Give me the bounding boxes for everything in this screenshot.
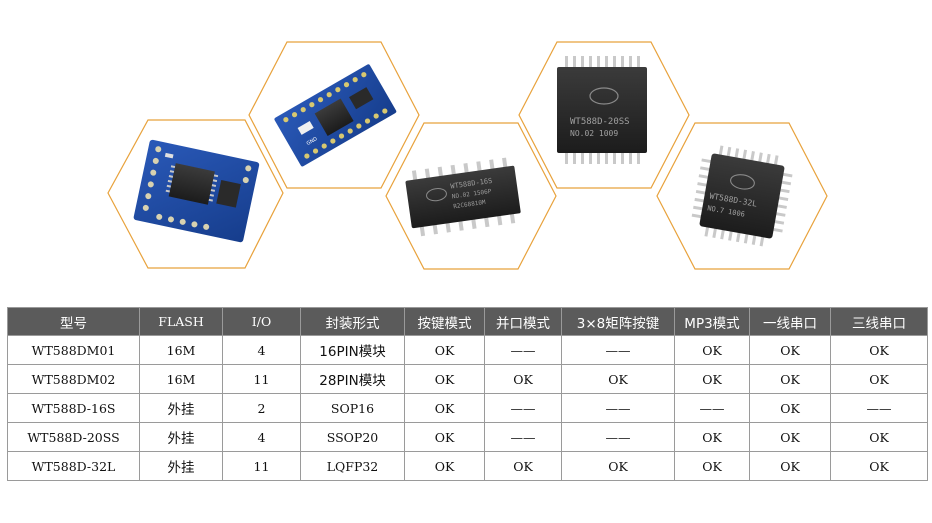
cell-flash: 16M (139, 335, 223, 365)
cell-parallel-mode: OK (484, 451, 562, 481)
chip-body (699, 153, 785, 239)
pcb-silkscreen-gnd: GND (306, 136, 319, 147)
header-flash: FLASH (139, 307, 223, 336)
product-gallery: GND WT588D-16S NO.02 1506P R2C68810M WT5… (107, 41, 828, 270)
cell-key-mode: OK (404, 422, 485, 452)
cell-flash: 16M (139, 364, 223, 394)
cell-three-wire: —— (830, 393, 928, 423)
main-chip (314, 98, 354, 136)
cell-io: 2 (222, 393, 301, 423)
cell-one-wire: OK (749, 451, 831, 481)
cell-matrix-keys: OK (561, 451, 675, 481)
product-hex-sop16: WT588D-16S NO.02 1506P R2C68810M (385, 122, 557, 270)
cell-parallel-mode: —— (484, 335, 562, 365)
cell-flash: 外挂 (139, 393, 223, 423)
cell-three-wire: OK (830, 451, 928, 481)
cell-one-wire: OK (749, 393, 831, 423)
cell-model: WT588DM02 (7, 364, 140, 394)
cell-key-mode: OK (404, 335, 485, 365)
header-matrix-keys: 3×8矩阵按键 (561, 307, 675, 336)
cell-three-wire: OK (830, 422, 928, 452)
cell-one-wire: OK (749, 335, 831, 365)
cell-package: SSOP20 (300, 422, 405, 452)
cell-three-wire: OK (830, 335, 928, 365)
chip-body (557, 67, 647, 153)
cell-matrix-keys: —— (561, 422, 675, 452)
header-package: 封装形式 (300, 307, 405, 336)
cell-flash: 外挂 (139, 422, 223, 452)
table-row: WT588D-32L 外挂 11 LQFP32 OK OK OK OK OK O… (7, 451, 928, 481)
chip-marking-line1: WT588D-20SS (570, 117, 630, 127)
product-hex-module-16pin (107, 119, 284, 269)
table-row: WT588DM01 16M 4 16PIN模块 OK —— —— OK OK O… (7, 335, 928, 365)
cell-mp3-mode: OK (674, 335, 750, 365)
cell-flash: 外挂 (139, 451, 223, 481)
chip-marking-line3: R2C68810M (453, 199, 487, 211)
cell-key-mode: OK (404, 451, 485, 481)
chip-marking-line2: NO.02 1009 (570, 129, 618, 138)
cell-model: WT588DM01 (7, 335, 140, 365)
cell-mp3-mode: OK (674, 422, 750, 452)
cell-matrix-keys: OK (561, 364, 675, 394)
cell-parallel-mode: —— (484, 393, 562, 423)
cell-mp3-mode: OK (674, 364, 750, 394)
cell-three-wire: OK (830, 364, 928, 394)
cell-io: 4 (222, 422, 301, 452)
header-mp3-mode: MP3模式 (674, 307, 750, 336)
cell-model: WT588D-20SS (7, 422, 140, 452)
main-chip (168, 163, 215, 205)
cell-one-wire: OK (749, 422, 831, 452)
header-three-wire: 三线串口 (830, 307, 928, 336)
cell-matrix-keys: —— (561, 335, 675, 365)
cell-package: LQFP32 (300, 451, 405, 481)
table-row: WT588D-20SS 外挂 4 SSOP20 OK —— —— OK OK O… (7, 422, 928, 452)
cell-model: WT588D-32L (7, 451, 140, 481)
cell-model: WT588D-16S (7, 393, 140, 423)
cell-key-mode: OK (404, 393, 485, 423)
cell-parallel-mode: —— (484, 422, 562, 452)
cell-mp3-mode: OK (674, 451, 750, 481)
cell-io: 11 (222, 451, 301, 481)
table-header-row: 型号 FLASH I/O 封装形式 按键模式 并口模式 3×8矩阵按键 MP3模… (7, 307, 928, 336)
cell-parallel-mode: OK (484, 364, 562, 394)
header-model: 型号 (7, 307, 140, 336)
header-io: I/O (222, 307, 301, 336)
cell-one-wire: OK (749, 364, 831, 394)
table-row: WT588DM02 16M 11 28PIN模块 OK OK OK OK OK … (7, 364, 928, 394)
cell-package: SOP16 (300, 393, 405, 423)
header-one-wire: 一线串口 (749, 307, 831, 336)
spec-table: 型号 FLASH I/O 封装形式 按键模式 并口模式 3×8矩阵按键 MP3模… (7, 307, 928, 481)
cell-io: 4 (222, 335, 301, 365)
cell-package: 28PIN模块 (300, 364, 405, 394)
chip-body (405, 165, 521, 229)
product-hex-lqfp32: WT588D-32L NO.7 1006 (656, 122, 828, 270)
header-key-mode: 按键模式 (404, 307, 485, 336)
cell-mp3-mode: —— (674, 393, 750, 423)
table-row: WT588D-16S 外挂 2 SOP16 OK —— —— —— OK —— (7, 393, 928, 423)
product-hex-module-28pin: GND (248, 41, 420, 189)
header-parallel-mode: 并口模式 (484, 307, 562, 336)
cell-matrix-keys: —— (561, 393, 675, 423)
cell-key-mode: OK (404, 364, 485, 394)
cell-package: 16PIN模块 (300, 335, 405, 365)
product-hex-ssop20: WT588D-20SS NO.02 1009 (518, 41, 690, 189)
cell-io: 11 (222, 364, 301, 394)
